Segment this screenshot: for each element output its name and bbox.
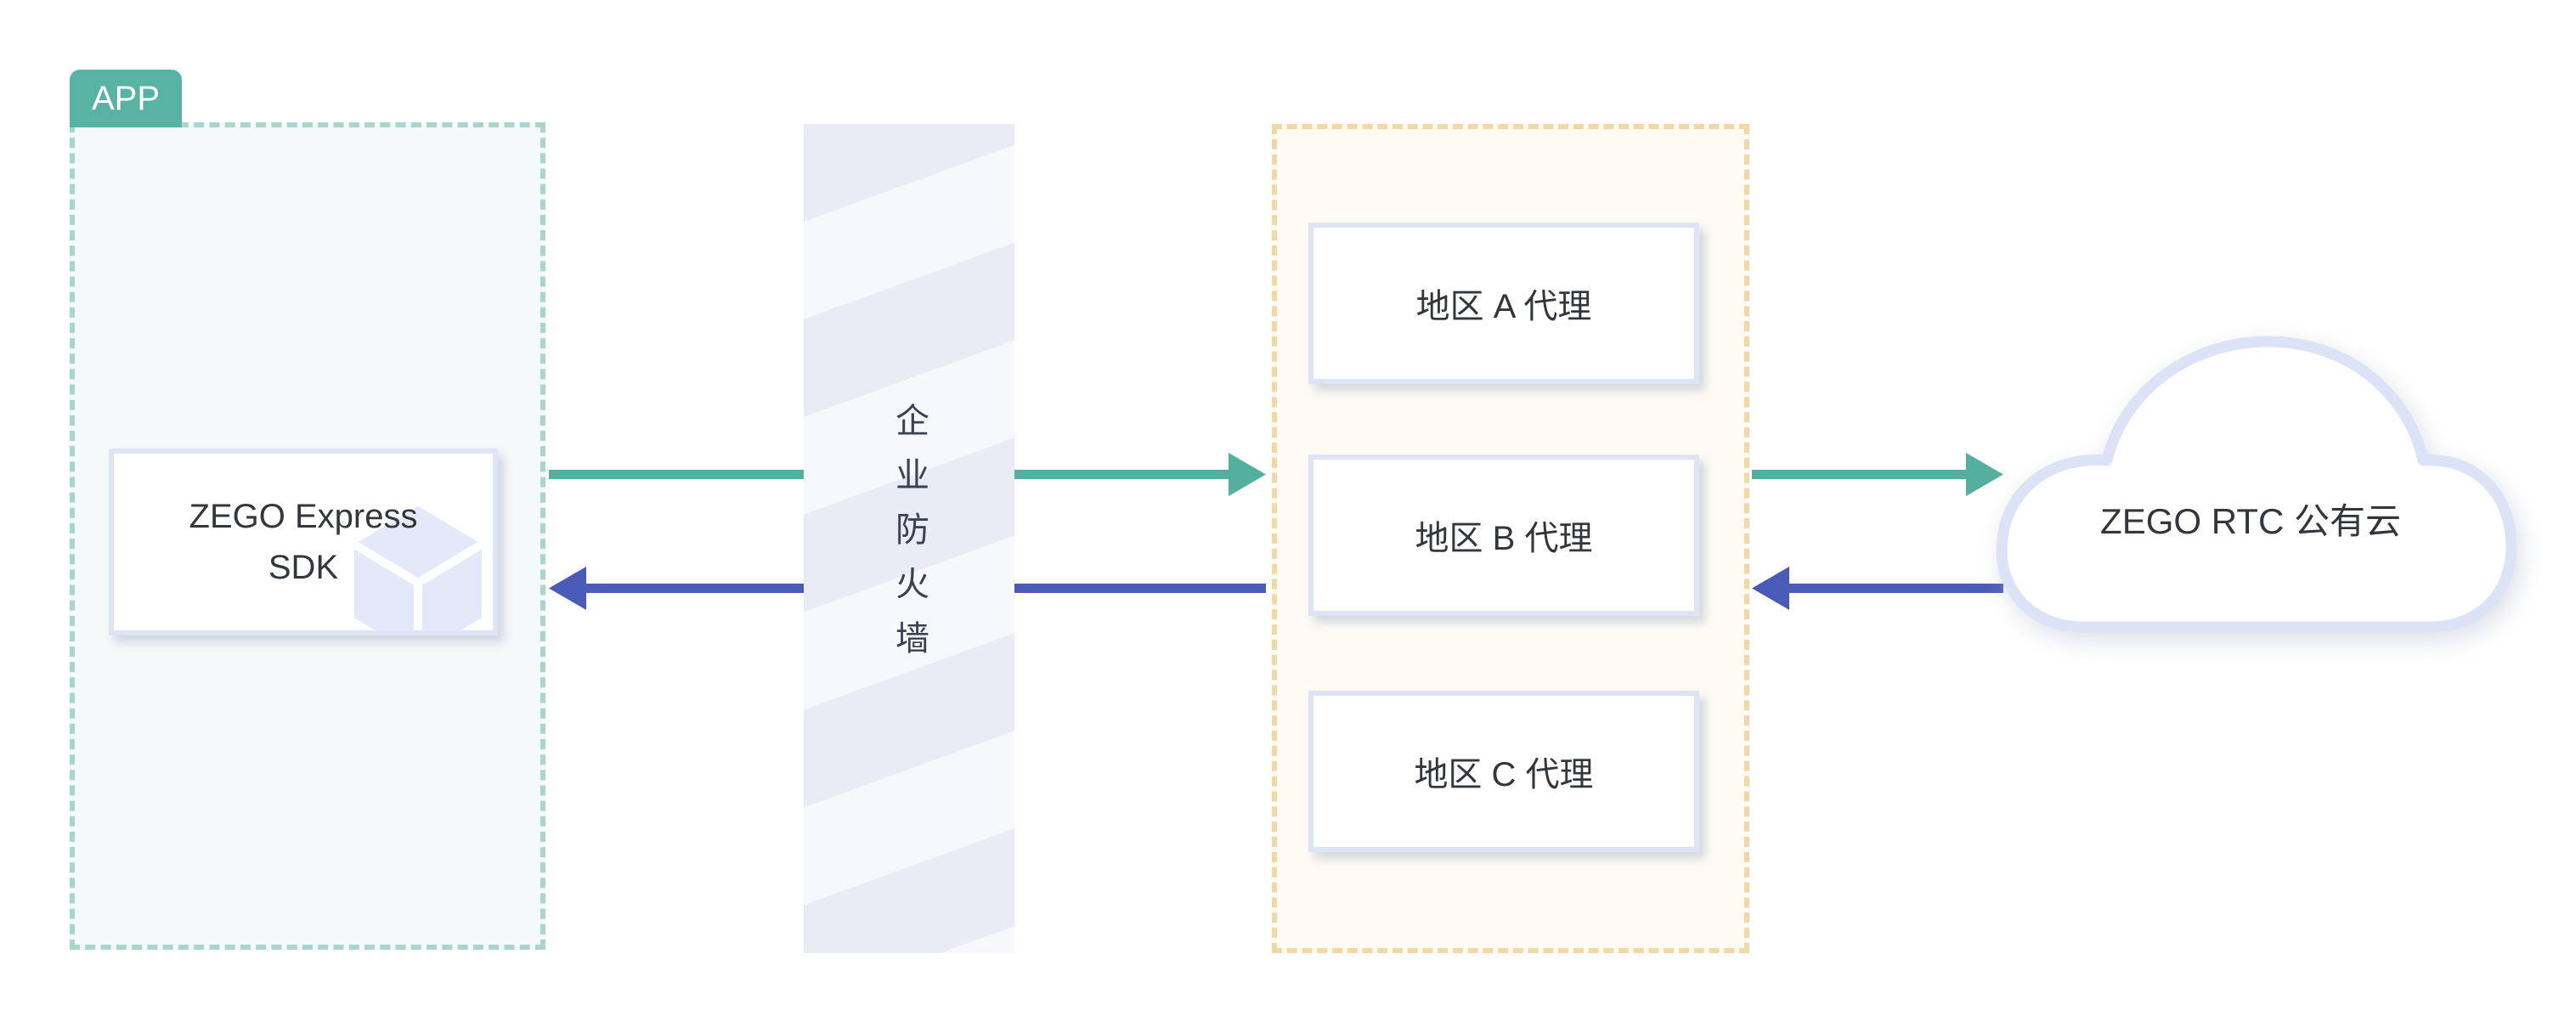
firewall-bar: 企业防火墙 <box>804 124 1014 953</box>
proxy-node-b-label: 地区 B 代理 <box>1415 520 1593 557</box>
arrow-cloud-to-proxy-left <box>1752 567 2003 610</box>
proxy-node-a: 地区 A 代理 <box>1308 223 1699 384</box>
app-zone-tag: APP <box>70 70 182 127</box>
arrow-proxy-to-cloud-right <box>1752 453 2003 496</box>
proxy-node-a-label: 地区 A 代理 <box>1415 288 1592 325</box>
cloud-node: ZEGO RTC 公有云 <box>1973 311 2540 676</box>
proxy-node-c-label: 地区 C 代理 <box>1414 756 1594 793</box>
sdk-node-label: ZEGO Express SDK <box>189 498 418 586</box>
sdk-node: ZEGO Express SDK <box>109 449 498 635</box>
proxy-node-c: 地区 C 代理 <box>1308 691 1699 852</box>
cloud-icon <box>1996 336 2517 633</box>
cube-icon <box>346 497 490 630</box>
proxy-node-b: 地区 B 代理 <box>1308 454 1699 616</box>
firewall-label: 企业防火墙 <box>890 403 928 675</box>
app-zone-tag-label: APP <box>91 79 161 117</box>
cloud-label: ZEGO RTC 公有云 <box>2100 501 2401 541</box>
